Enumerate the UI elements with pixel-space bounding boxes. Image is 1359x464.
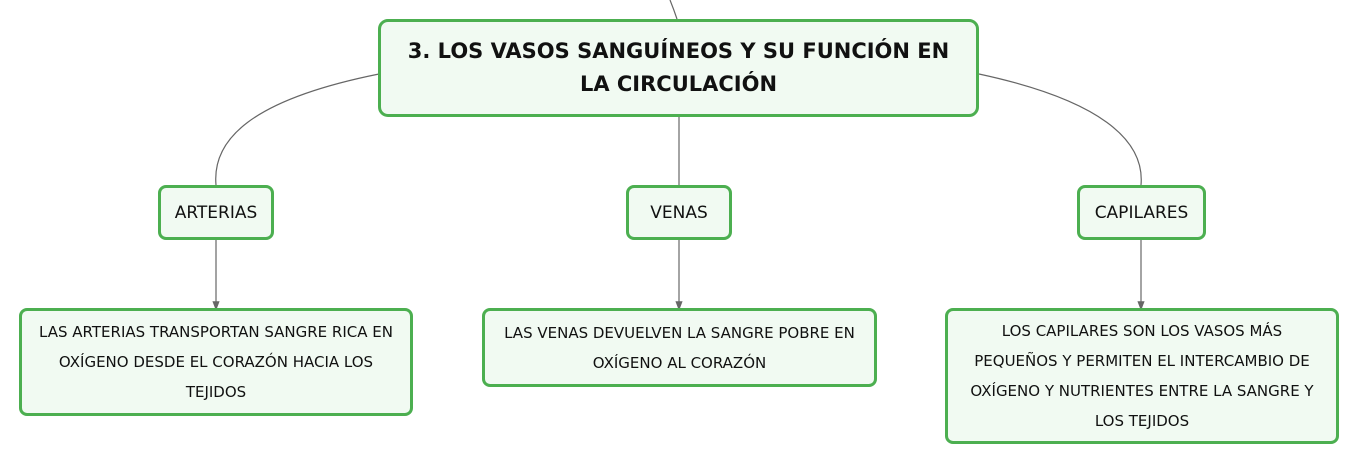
capilares-description[interactable]: LOS CAPILARES SON LOS VASOS MÁS PEQUEÑOS… <box>945 308 1339 444</box>
arterias-description-text: LAS ARTERIAS TRANSPORTAN SANGRE RICA EN … <box>39 323 393 401</box>
topic-venas[interactable]: VENAS <box>626 185 732 240</box>
capilares-description-text: LOS CAPILARES SON LOS VASOS MÁS PEQUEÑOS… <box>970 322 1314 430</box>
root-topic-label: 3. LOS VASOS SANGUÍNEOS Y SU FUNCIÓN EN … <box>407 39 950 96</box>
root-topic[interactable]: 3. LOS VASOS SANGUÍNEOS Y SU FUNCIÓN EN … <box>378 19 979 117</box>
venas-description[interactable]: LAS VENAS DEVUELVEN LA SANGRE POBRE EN O… <box>482 308 877 387</box>
topic-capilares-label: CAPILARES <box>1094 202 1189 223</box>
topic-capilares[interactable]: CAPILARES <box>1077 185 1206 240</box>
venas-description-text: LAS VENAS DEVUELVEN LA SANGRE POBRE EN O… <box>504 323 855 372</box>
arterias-description[interactable]: LAS ARTERIAS TRANSPORTAN SANGRE RICA EN … <box>19 308 413 416</box>
connector-parent-to-root <box>669 0 678 20</box>
connector-root-to-capilares <box>978 73 1142 186</box>
topic-venas-label: VENAS <box>650 202 708 223</box>
topic-arterias-label: ARTERIAS <box>174 202 258 223</box>
connector-root-to-arterias <box>215 73 380 186</box>
topic-arterias[interactable]: ARTERIAS <box>158 185 274 240</box>
